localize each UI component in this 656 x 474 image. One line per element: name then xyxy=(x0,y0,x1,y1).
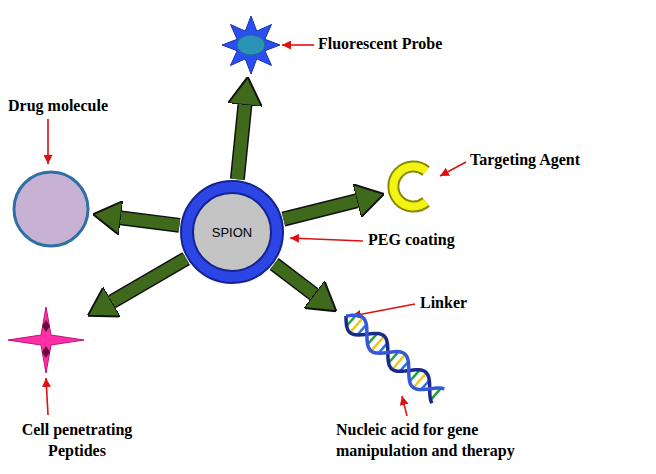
connector-outline xyxy=(283,201,356,219)
block-arrow xyxy=(237,105,245,179)
dna-strand xyxy=(339,309,444,404)
connector-outline xyxy=(274,264,314,294)
component-node: Drug molecule xyxy=(11,169,91,249)
connector-outline xyxy=(112,259,186,302)
probe-star xyxy=(222,16,280,74)
connector-group xyxy=(237,105,245,179)
connector-group xyxy=(112,259,186,302)
node-shape xyxy=(221,15,281,75)
component-label: Drug molecule xyxy=(8,96,108,117)
peptide-star xyxy=(8,307,84,373)
leader-line xyxy=(402,396,407,416)
callout-label: Linker xyxy=(420,293,467,314)
node-shape xyxy=(11,169,91,249)
component-label: Cell penetrating Peptides xyxy=(2,420,152,462)
connector-group xyxy=(274,264,314,294)
leader-line xyxy=(46,378,48,415)
drug-circle xyxy=(14,172,88,246)
component-node: Cell penetrating Peptides xyxy=(6,305,86,375)
block-arrow xyxy=(283,201,356,219)
component-node: Targeting Agent xyxy=(386,160,438,214)
callout-label: PEG coating xyxy=(368,230,455,251)
connector-group xyxy=(121,218,180,225)
leader-line xyxy=(352,304,415,316)
component-label: Nucleic acid for gene manipulation and t… xyxy=(336,420,556,462)
targeting-outline xyxy=(393,167,426,207)
core-label: SPION xyxy=(212,225,252,240)
component-node: Nucleic acid for gene manipulation and t… xyxy=(338,306,442,398)
node-shape xyxy=(338,306,442,398)
connector-outline xyxy=(121,218,180,225)
dna-helix xyxy=(339,308,444,403)
dna-strand xyxy=(339,309,444,404)
leader-line xyxy=(282,44,314,46)
block-arrow xyxy=(121,218,180,225)
node-shape xyxy=(386,160,438,214)
component-node: Fluorescent Probe xyxy=(221,15,281,75)
component-label: Targeting Agent xyxy=(470,150,580,171)
targeting-agent xyxy=(393,167,426,207)
iron-oxide-core xyxy=(193,193,271,271)
probe-core xyxy=(237,35,265,55)
node-shape xyxy=(6,305,86,375)
peptide-mark xyxy=(42,320,50,332)
block-arrow xyxy=(112,259,186,302)
component-node: SPION xyxy=(179,179,285,285)
peptide-mark xyxy=(42,346,50,358)
leader-line xyxy=(47,119,49,164)
component-label: Fluorescent Probe xyxy=(318,34,442,55)
connector-outline xyxy=(237,105,245,179)
block-arrow xyxy=(274,264,314,294)
peg-coating-ring xyxy=(181,181,283,283)
connector-group xyxy=(283,201,356,219)
leader-line xyxy=(290,238,363,241)
leader-line xyxy=(440,162,466,176)
